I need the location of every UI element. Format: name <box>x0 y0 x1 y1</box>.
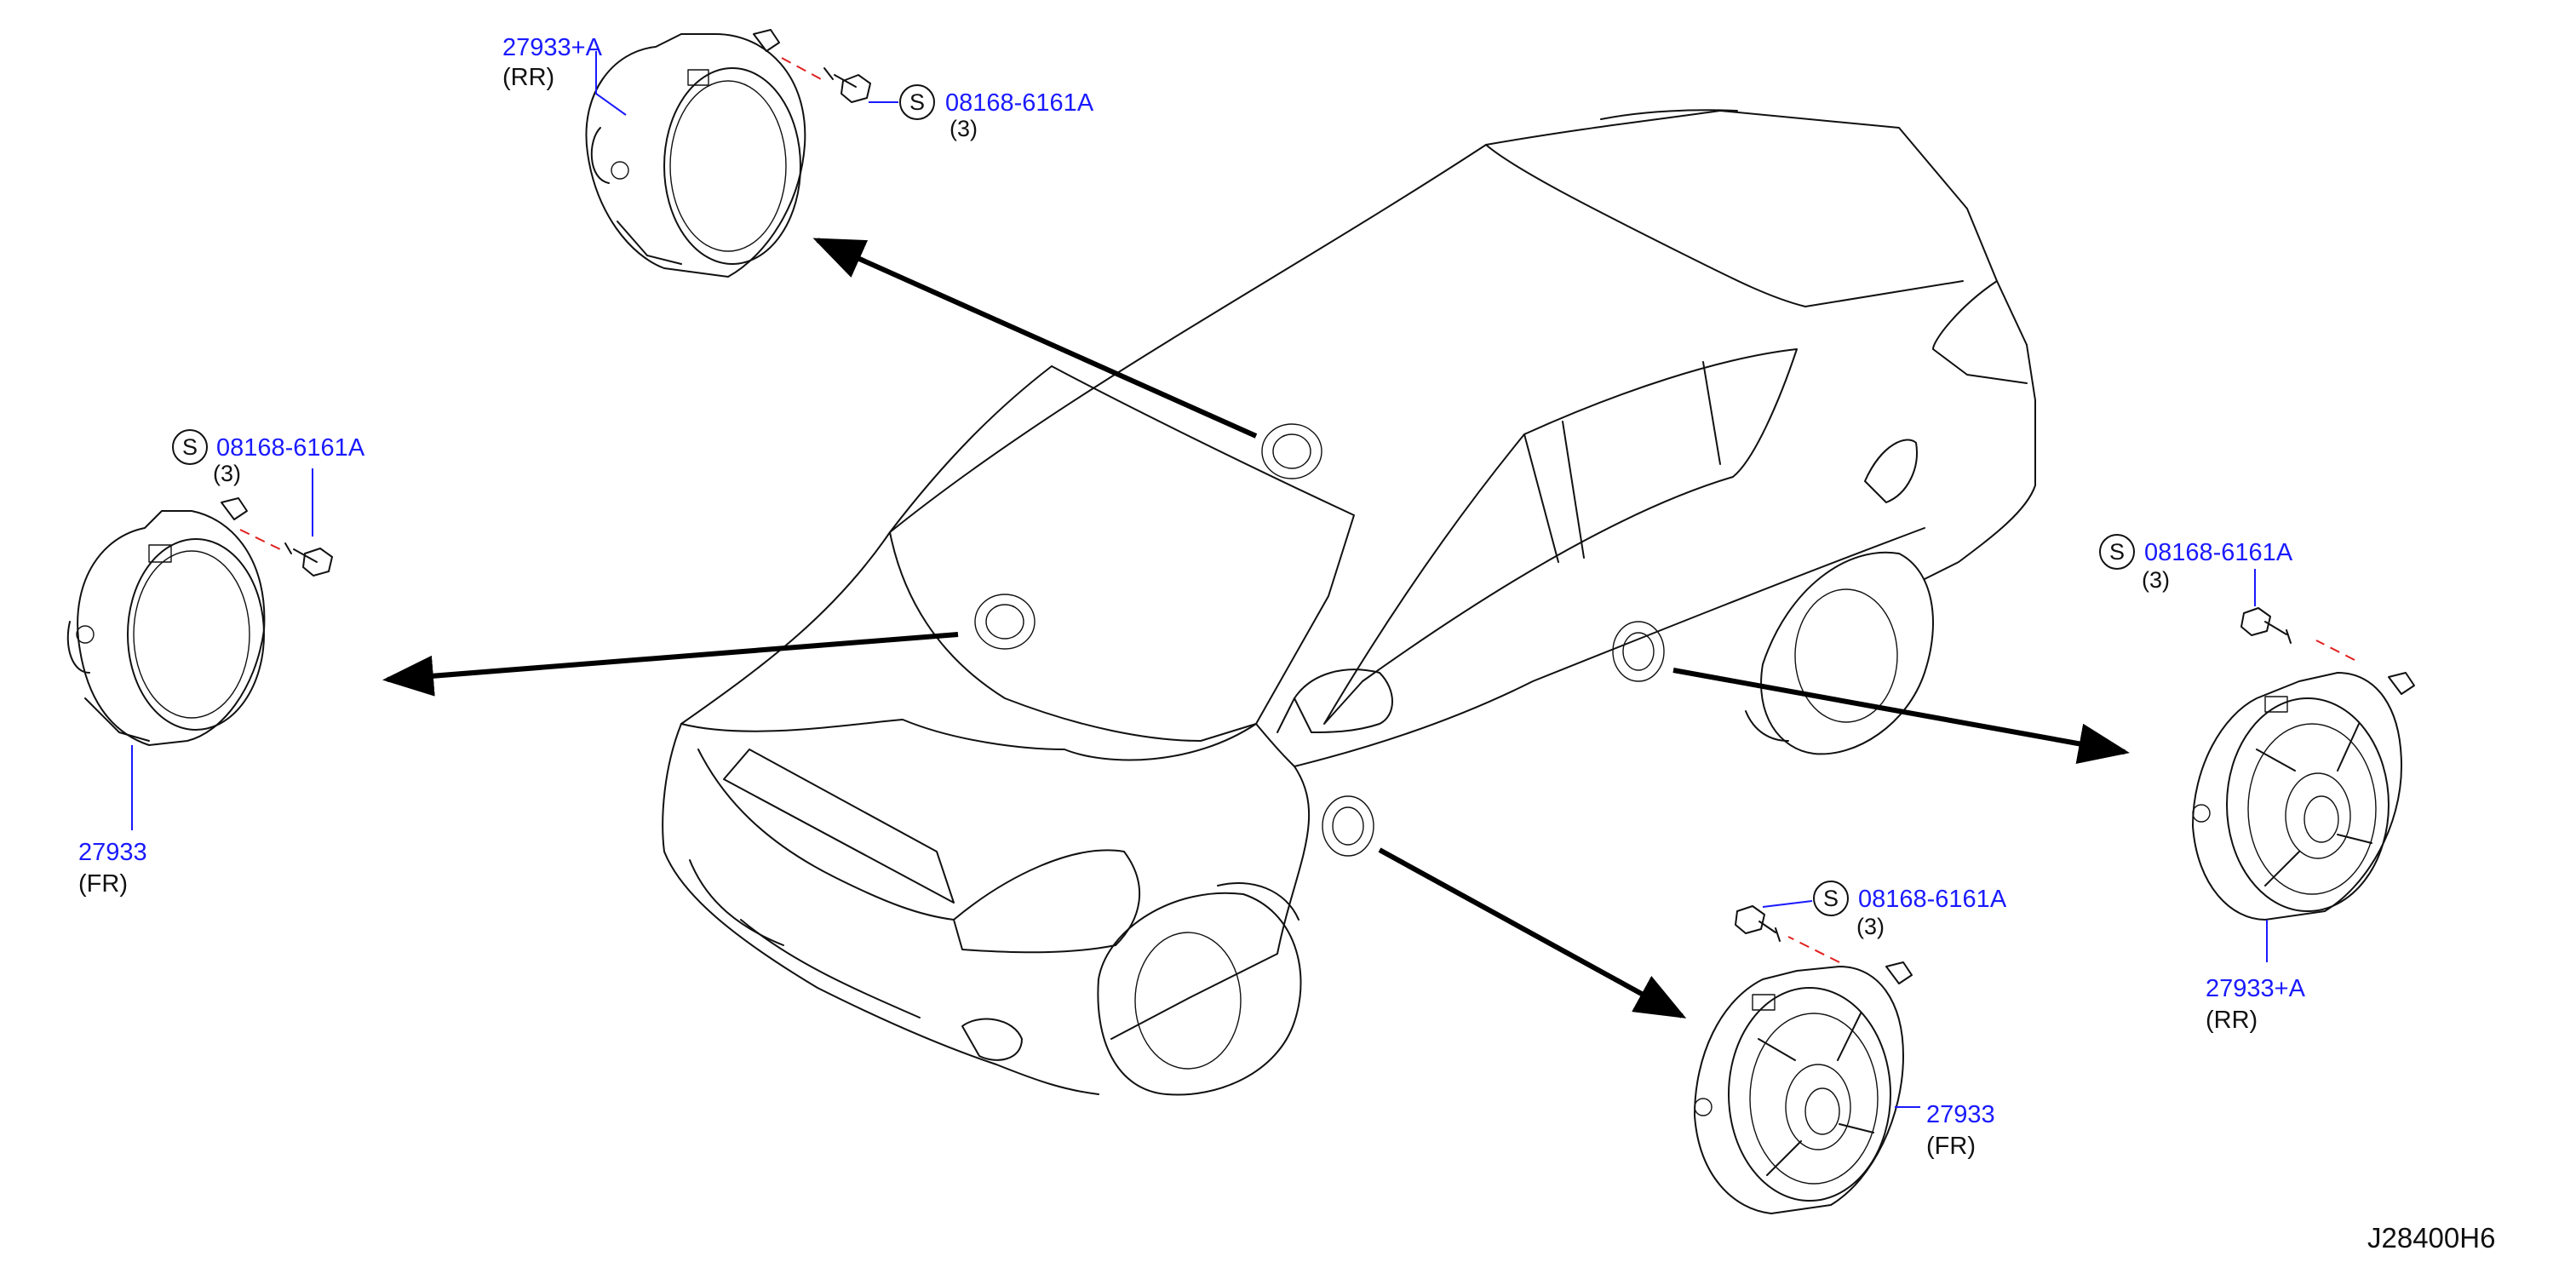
part-number-rear-right[interactable]: 27933+A <box>2206 975 2306 1002</box>
position-label-front-bottom: (FR) <box>1926 1133 1976 1160</box>
symbol-s: S <box>182 434 198 460</box>
speaker-front-left-drawing <box>66 497 266 746</box>
service-symbol-rear-right <box>2099 534 2135 570</box>
arrow-to-rear-right-speaker <box>1672 668 2130 764</box>
screw-front-bottom <box>1735 905 1781 942</box>
diagram-id-code: J28400H6 <box>2367 1222 2495 1254</box>
position-label-rear-top: (RR) <box>502 64 554 91</box>
arrow-to-front-bottom-speaker <box>1378 847 1687 1018</box>
screw-qty-front-left: (3) <box>213 461 241 486</box>
position-label-front-left: (FR) <box>78 870 128 898</box>
part-number-front-left[interactable]: 27933 <box>78 839 147 866</box>
symbol-s: S <box>2109 539 2125 565</box>
service-symbol-rear-top <box>899 84 935 120</box>
car-body <box>662 109 2036 1096</box>
screw-part-number-front-bottom[interactable]: 08168-6161A <box>1858 886 2007 913</box>
service-symbol-front-bottom <box>1813 881 1849 916</box>
screw-qty-front-bottom: (3) <box>1856 914 1885 939</box>
speaker-front-left: S 08168-6161A (3) 27933 (FR) <box>66 429 365 898</box>
speaker-front-bottom-drawing <box>1694 961 1913 1214</box>
symbol-s: S <box>909 89 925 115</box>
symbol-s: S <box>1823 886 1839 911</box>
screw-part-number-rear-right[interactable]: 08168-6161A <box>2144 539 2293 566</box>
screw-qty-rear-top: (3) <box>950 116 978 141</box>
speaker-rear-right: S 08168-6161A (3) 27933+A (RR) <box>2099 534 2415 1034</box>
screw-qty-rear-right: (3) <box>2142 567 2170 593</box>
service-symbol-front-left <box>172 429 208 465</box>
screw-rear-top <box>823 67 871 103</box>
position-label-rear-right: (RR) <box>2206 1007 2258 1034</box>
speaker-rear-right-drawing <box>2192 672 2415 921</box>
screw-part-number-front-left[interactable]: 08168-6161A <box>216 434 365 462</box>
arrow-to-rear-top-speaker <box>812 238 1258 439</box>
speaker-rear-top-drawing <box>585 29 806 278</box>
speaker-front-bottom: S 08168-6161A (3) 27933 (FR) <box>1694 881 2007 1214</box>
location-arrows <box>382 238 2130 1018</box>
screw-front-left <box>284 542 333 577</box>
part-number-front-bottom[interactable]: 27933 <box>1926 1101 1995 1128</box>
speaker-rear-top: S 08168-6161A (3) 27933+A (RR) <box>502 29 1094 278</box>
screw-rear-right <box>2240 607 2292 644</box>
arrow-to-front-left-speaker <box>382 632 959 697</box>
screw-part-number-rear-top[interactable]: 08168-6161A <box>945 89 1094 117</box>
part-number-rear-top[interactable]: 27933+A <box>502 34 603 61</box>
